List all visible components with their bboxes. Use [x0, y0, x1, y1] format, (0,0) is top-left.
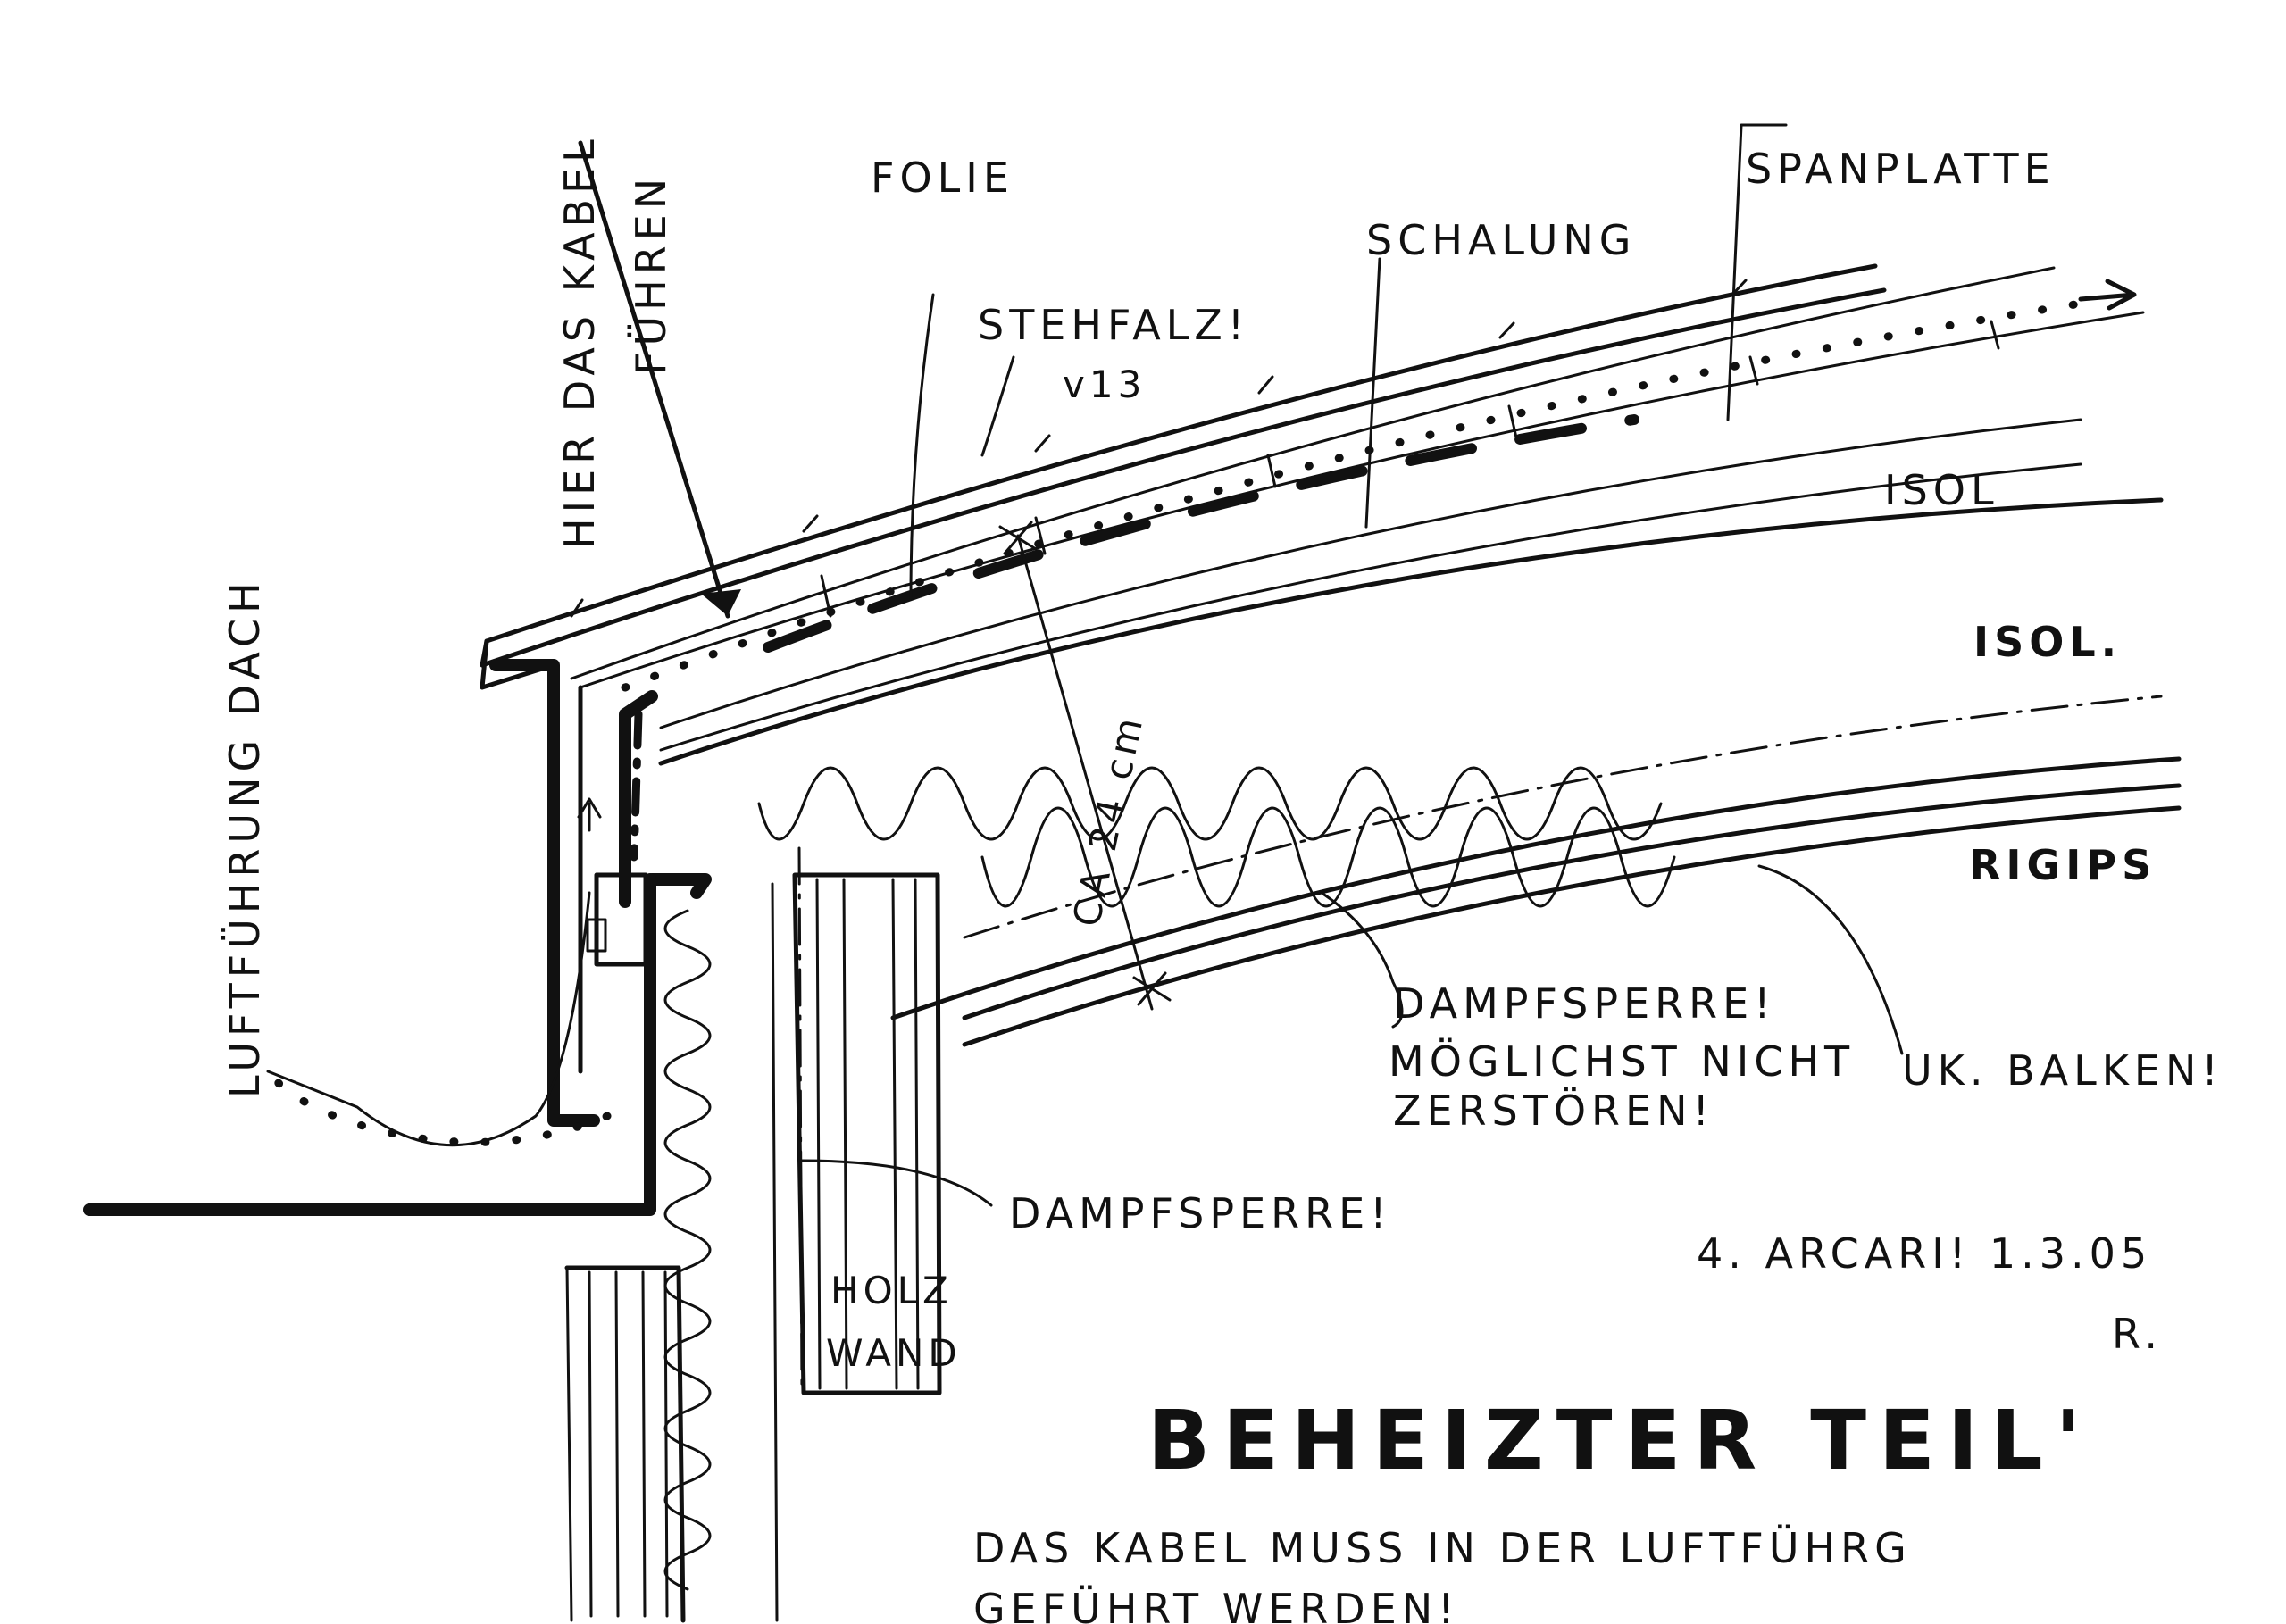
labels: LUFTFÜHRUNG DACH HIER DAS KABEL FÜHREN F…	[221, 134, 2223, 1624]
metal-roof-top	[484, 263, 1878, 644]
cable-clip	[586, 918, 607, 953]
eave-fascia	[480, 638, 556, 690]
dimension-tick-bottom	[1132, 971, 1172, 1006]
leader-lines	[800, 123, 1904, 1207]
label-spanplatte: SPANPLATTE	[1746, 145, 2056, 193]
insulation-squiggle-upper	[757, 766, 1663, 841]
spanplatte-bottom	[659, 462, 2082, 752]
duct-baseplate	[646, 873, 712, 899]
label-rigips: RIGIPS	[1969, 841, 2157, 889]
rafter-top	[658, 497, 2164, 766]
standing-seams	[570, 279, 1748, 618]
air-duct-dotdash	[630, 710, 643, 862]
air-flow-dotted	[621, 299, 2085, 692]
dimension-line	[1016, 534, 1154, 1011]
schalung-joints	[820, 320, 2000, 618]
rafter-bottom	[890, 756, 2182, 1020]
label-folie: FOLIE	[871, 154, 1014, 202]
vapor-barrier-wall	[797, 846, 804, 1395]
holz-wand-grain	[815, 878, 920, 1390]
lower-column-grain	[588, 1270, 669, 1618]
arrow-up-duct	[577, 797, 602, 832]
label-stehfalz: STEHFALZ!	[978, 301, 1249, 349]
rigips-bottom	[962, 805, 2182, 1047]
rigips-top	[962, 783, 2182, 1020]
vapor-barrier-roof	[963, 695, 2163, 939]
lower-column	[564, 1265, 686, 1623]
signature-line2: R.	[2112, 1310, 2163, 1358]
arrow-hier-kabel	[578, 140, 730, 619]
label-schalung: SCHALUNG	[1366, 216, 1636, 264]
label-luftfuehrung: LUFTFÜHRUNG DACH	[221, 577, 269, 1098]
wall-outer-line	[83, 873, 656, 1216]
label-holz: HOLZ	[830, 1269, 953, 1312]
cable-routing	[266, 891, 591, 1147]
label-isol: ISOL.	[1973, 618, 2122, 666]
folie-membrane	[763, 414, 1639, 653]
label-isol-small: ISOL	[1884, 466, 1999, 514]
airflow-exit-arrow	[2078, 279, 2137, 311]
label-wand: WAND	[826, 1331, 962, 1375]
label-hier-kabel: HIER DAS KABEL	[555, 134, 604, 549]
eave-detail	[83, 140, 741, 1216]
cable-dots	[263, 1067, 612, 1146]
wall-section	[564, 846, 942, 1623]
eave-profile	[489, 659, 600, 1127]
dimension-tick-top	[998, 521, 1038, 555]
schalung-top	[570, 266, 2056, 680]
air-duct-inner	[619, 690, 658, 908]
signature-line1: 4. ARCARI! 1.3.05	[1697, 1229, 2152, 1278]
title-beheizter-teil: BEHEIZTER TEIL'	[1147, 1393, 2093, 1488]
wall-insulation-squiggle	[663, 909, 712, 1591]
label-moeglichst: MÖGLICHST NICHT	[1389, 1037, 1855, 1086]
roof-layers	[480, 263, 2182, 1047]
arrow-head-kabel	[701, 589, 741, 616]
label-zerstoeren: ZERSTÖREN!	[1393, 1087, 1714, 1135]
note-line2: GEFÜHRT WERDEN!	[973, 1585, 1460, 1624]
lower-column-left	[565, 1266, 573, 1622]
label-uk-balken: UK. BALKEN!	[1902, 1046, 2223, 1095]
label-v13: v13	[1063, 362, 1146, 406]
label-fuehren: FÜHREN	[627, 173, 675, 375]
label-dampfsperre-roof: DAMPFSPERRE!	[1393, 979, 1776, 1028]
note-line1: DAS KABEL MUSS IN DER LUFTFÜHRG	[973, 1524, 1912, 1572]
metal-roof-bottom	[480, 287, 1887, 668]
wall-line-right	[771, 882, 779, 1622]
insulation-squiggle-lower	[980, 806, 1676, 908]
label-dampfsperre-wall: DAMPFSPERRE!	[1009, 1189, 1392, 1237]
spanplatte-top	[659, 418, 2082, 729]
